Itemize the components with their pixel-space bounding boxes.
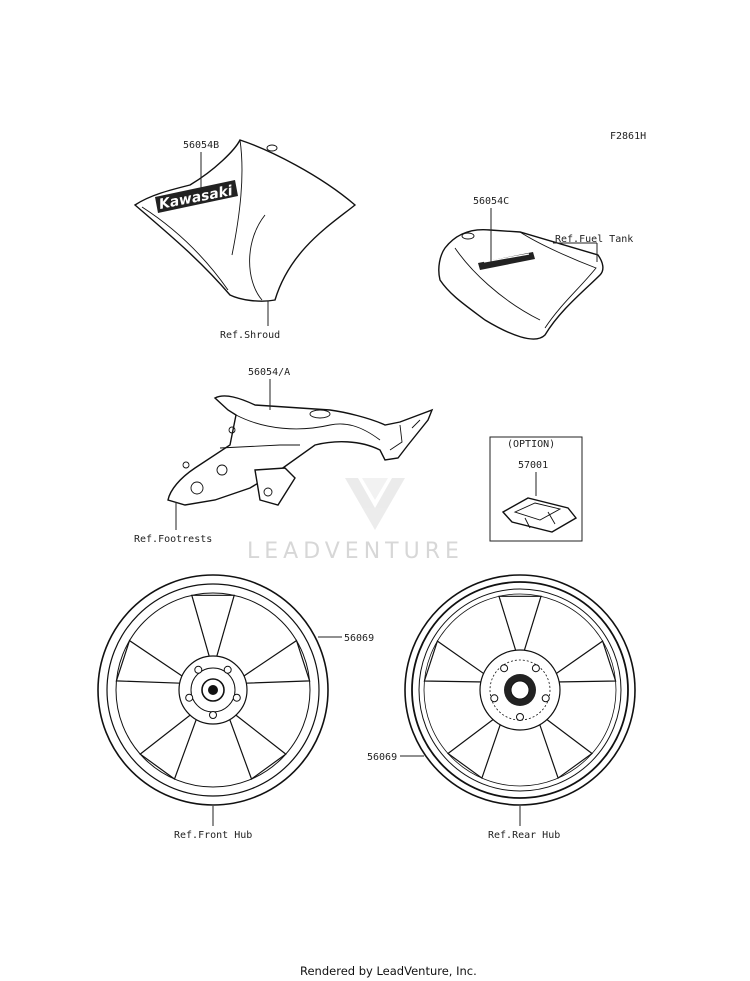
shroud-icon: Kawasaki xyxy=(133,139,357,302)
hub-bolt xyxy=(531,664,540,673)
front-wheel-icon xyxy=(97,574,329,806)
option-label: (OPTION) xyxy=(507,439,555,450)
rear-wheel-icon xyxy=(404,574,636,806)
hub-bolt xyxy=(541,694,550,703)
watermark-text: LEADVENTURE xyxy=(247,539,464,564)
hub-bolt xyxy=(209,711,217,719)
fuel-tank-icon xyxy=(438,228,604,340)
front-wheel-ref: Ref.Front Hub xyxy=(174,830,252,841)
footrest-decal-number: 56054/A xyxy=(248,367,290,378)
figure-code: F2861H xyxy=(610,131,646,142)
tank-ref: Ref.Fuel Tank xyxy=(555,234,633,245)
hub-bolt xyxy=(185,693,194,702)
hub-bolt xyxy=(500,664,509,673)
rear-wheel-ref: Ref.Rear Hub xyxy=(488,830,560,841)
footrest-ref: Ref.Footrests xyxy=(134,534,212,545)
hub-bolt xyxy=(223,665,232,674)
shroud-decal-number: 56054B xyxy=(183,140,219,151)
leadventure-logo-icon xyxy=(345,478,405,530)
hub-bolt xyxy=(232,693,241,702)
footrest-bracket-icon xyxy=(167,395,434,506)
tank-decal-number: 56054C xyxy=(473,196,509,207)
hub-bolt xyxy=(194,665,203,674)
shroud-ref: Ref.Shroud xyxy=(220,330,280,341)
option-part-number: 57001 xyxy=(518,460,548,471)
hub-bolt xyxy=(490,694,499,703)
hub-bolt xyxy=(516,713,524,721)
front-wheel-number: 56069 xyxy=(344,633,374,644)
option-part-icon xyxy=(501,497,578,533)
rear-wheel-number: 56069 xyxy=(367,752,397,763)
footer-credit: Rendered by LeadVenture, Inc. xyxy=(300,964,477,978)
